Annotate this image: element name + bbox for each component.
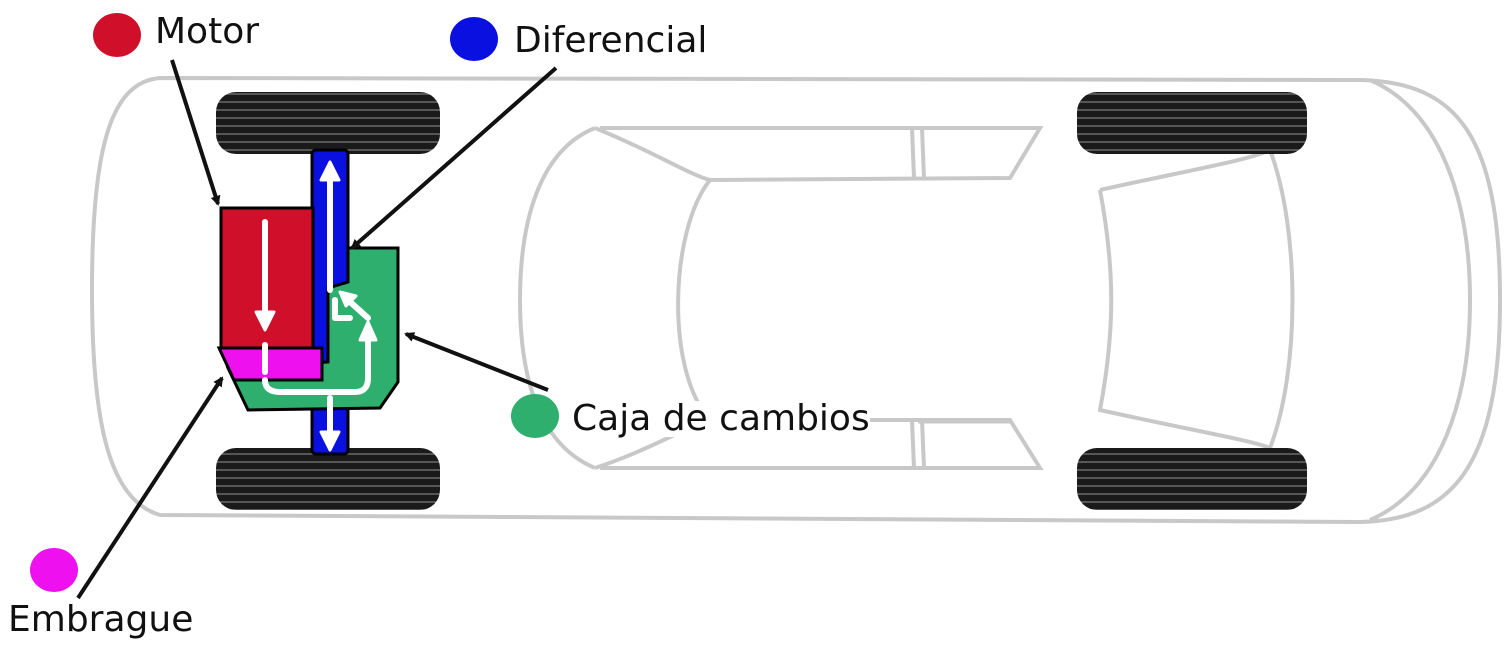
- motor-label: Motor: [155, 11, 260, 52]
- car-body: [89, 75, 1503, 525]
- rear-window: [1097, 147, 1295, 451]
- embrague-legend-dot: [30, 548, 78, 592]
- side-window-top: [600, 126, 1044, 182]
- flow-gearbox-loop: [262, 335, 371, 395]
- diferencial-label: Diferencial: [514, 20, 708, 61]
- power-flow-arrows: [254, 160, 378, 452]
- door-pillar-top: [910, 127, 916, 179]
- motor-legend-dot: [93, 13, 141, 57]
- tire-rear-left: [1077, 92, 1307, 154]
- door-pillar-top-2: [920, 127, 926, 179]
- embrague-pointer-arrow: [76, 376, 224, 600]
- flow-diff-inner: [332, 297, 353, 321]
- tires: [216, 92, 1307, 510]
- diferencial-legend-dot: [450, 17, 498, 61]
- door-pillar-bottom-2: [920, 419, 926, 469]
- pointer-arrows: [76, 59, 558, 600]
- flow-to-diff-head: [338, 290, 358, 308]
- car-roof-outline: [517, 126, 596, 470]
- flow-gearbox-loop-head: [358, 320, 378, 342]
- front-hood-line: [1369, 78, 1473, 522]
- caja-de-cambios-label: Caja de cambios: [572, 398, 870, 439]
- drivetrain: [216, 148, 400, 456]
- flow-axle-up-head: [319, 160, 341, 182]
- door-pillar-bottom: [910, 419, 916, 469]
- diferencial-pointer-arrow: [350, 66, 558, 250]
- flow-engine-down-head: [254, 310, 276, 332]
- legend-dots: [30, 13, 559, 592]
- embrague-label: Embrague: [8, 599, 194, 640]
- clutch-block: [216, 346, 324, 382]
- caja-pointer-arrow: [404, 332, 549, 392]
- tire-front-right: [216, 448, 440, 510]
- flow-axle-down-head: [319, 430, 341, 452]
- flow-to-diff: [345, 297, 371, 321]
- motor-pointer-arrow: [170, 59, 221, 206]
- tire-rear-right: [1077, 448, 1307, 510]
- car-body-outline: [89, 75, 1503, 525]
- caja-legend-dot: [511, 394, 559, 438]
- tire-front-left: [216, 92, 440, 154]
